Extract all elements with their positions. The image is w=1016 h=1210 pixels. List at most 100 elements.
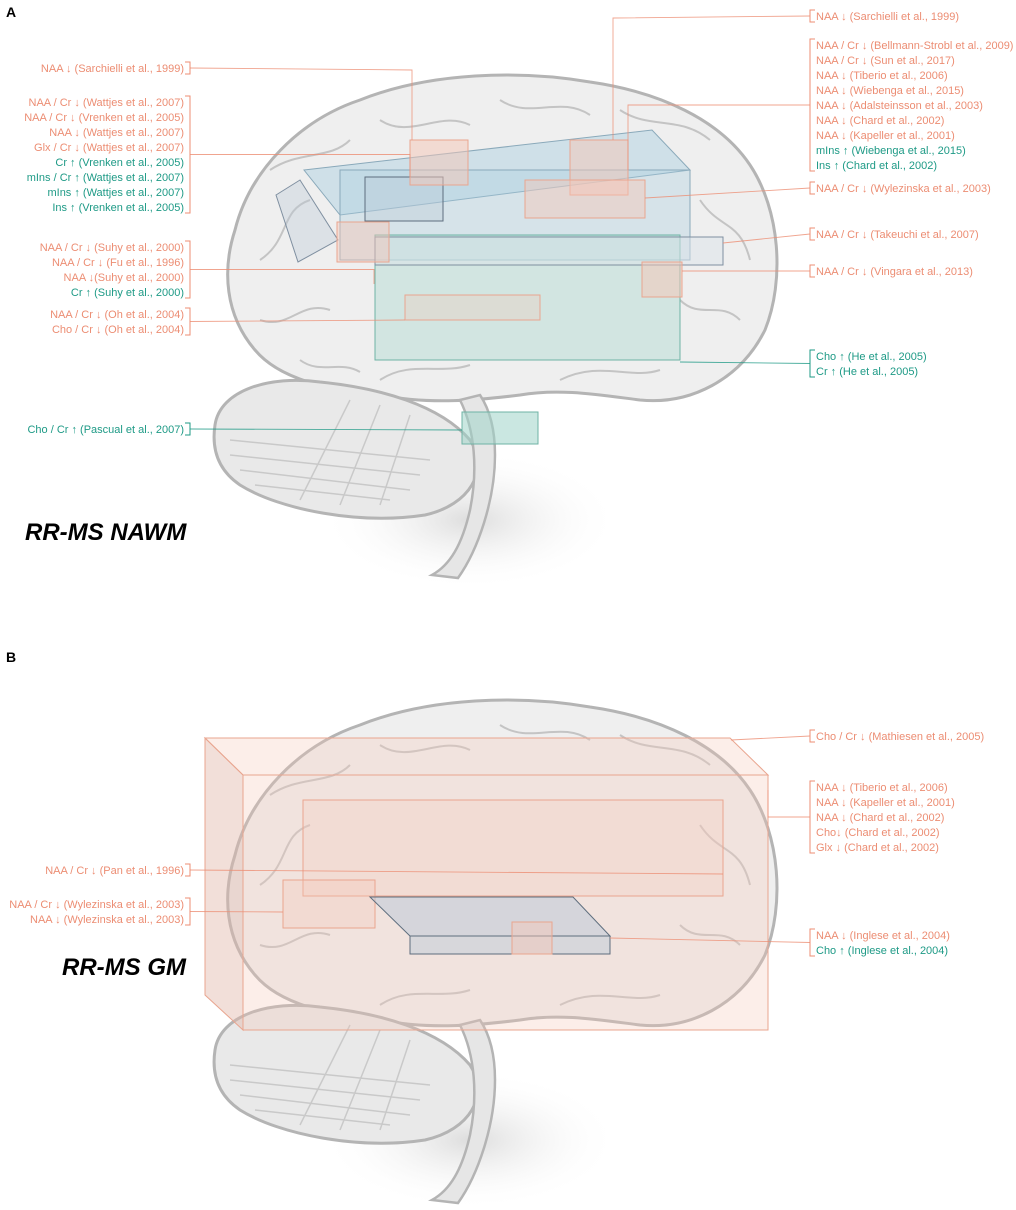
finding-label: Cr ↑ (Suhy et al., 2000): [71, 287, 184, 299]
finding-label: NAA / Cr ↓ (Pan et al., 1996): [45, 865, 184, 877]
panel-b: B NAA / Cr ↓ (Pan et al., 1996)NAA / Cr …: [6, 649, 984, 1210]
roi-box-a-salmon-4: [336, 221, 390, 263]
panel-a-letter: A: [6, 4, 16, 20]
roi-box-a-teal-small: [461, 411, 539, 445]
label-group: NAA / Cr ↓ (Takeuchi et al., 2007): [722, 227, 979, 244]
finding-label: Ins ↑ (Vrenken et al., 2005): [52, 202, 184, 214]
finding-label: NAA ↓(Suhy et al., 2000): [64, 272, 184, 284]
label-group: NAA / Cr ↓ (Wylezinska et al., 2003): [644, 181, 991, 199]
finding-label: Cho / Cr ↓ (Mathiesen et al., 2005): [816, 731, 984, 743]
finding-label: mIns ↑ (Wattjes et al., 2007): [47, 187, 184, 199]
label-bracket: [185, 422, 191, 436]
finding-label: Cho / Cr ↓ (Oh et al., 2004): [52, 324, 184, 336]
brain-illustration-b: [212, 698, 779, 1210]
finding-label: Cho ↑ (He et al., 2005): [816, 351, 927, 363]
roi-box-a-salmon-6: [404, 294, 541, 321]
finding-label: NAA ↓ (Tiberio et al., 2006): [816, 70, 948, 82]
leader-line: [627, 104, 810, 170]
roi-box-b-salmon-small: [511, 921, 553, 955]
label-bracket: [185, 95, 191, 214]
leader-line: [190, 269, 375, 284]
roi-box-b-grey: [368, 896, 612, 937]
label-bracket: [185, 897, 191, 926]
leader-line: [609, 937, 811, 943]
label-group: NAA ↓ (Inglese et al., 2004)Cho ↑ (Ingle…: [609, 928, 950, 957]
finding-label: Cho ↑ (Inglese et al., 2004): [816, 945, 948, 957]
label-group: NAA / Cr ↓ (Oh et al., 2004) Cho / Cr ↓ (…: [50, 307, 406, 336]
roi-box-a-grey-left: [275, 179, 339, 263]
roi-boxes-a: [275, 129, 724, 445]
finding-label: NAA / Cr ↓ (Wylezinska et al., 2003): [816, 183, 991, 195]
label-group: NAA ↓ (Tiberio et al., 2006)NAA ↓ (Kapel…: [767, 780, 955, 854]
roi-box-a-salmon-1: [409, 139, 469, 186]
panel-a-caption: RR-MS NAWM: [25, 519, 187, 546]
roi-box-b-large-top: [203, 737, 770, 776]
finding-label: Cho↓ (Chard et al., 2002): [816, 827, 940, 839]
label-bracket: [809, 9, 815, 23]
label-group: Cho ↑ (He et al., 2005) Cr ↑ (He et al., …: [679, 349, 927, 378]
panel-b-letter: B: [6, 649, 16, 665]
finding-label: NAA / Cr ↓ (Oh et al., 2004): [50, 309, 184, 321]
leader-line: [189, 869, 724, 875]
roi-box-b-large-side: [204, 736, 244, 1032]
finding-label: NAA ↓ (Adalsteinsson et al., 2003): [816, 100, 983, 112]
labels-panel-a: NAA ↓ (Sarchielli et al., 1999) NAA / Cr …: [24, 9, 1013, 436]
label-bracket: [809, 729, 815, 743]
leader-line: [189, 911, 284, 913]
leader-line: [189, 319, 406, 322]
finding-label: NAA / Cr ↓ (Takeuchi et al., 2007): [816, 229, 979, 241]
labels-panel-b: NAA / Cr ↓ (Pan et al., 1996) NAA / Cr ↓ …: [9, 729, 984, 957]
finding-label: NAA ↓ (Sarchielli et al., 1999): [816, 11, 959, 23]
finding-label: Cr ↑ (He et al., 2005): [816, 366, 918, 378]
finding-label: Cho / Cr ↑ (Pascual et al., 2007): [27, 424, 184, 436]
label-bracket: [185, 240, 191, 299]
finding-label: NAA / Cr ↓ (Wattjes et al., 2007): [29, 97, 184, 109]
finding-label: NAA / Cr ↓ (Vingara et al., 2013): [816, 266, 973, 278]
finding-label: NAA ↓ (Kapeller et al., 2001): [816, 797, 955, 809]
label-bracket: [809, 780, 815, 854]
label-bracket: [809, 181, 815, 195]
label-bracket: [809, 264, 815, 278]
panel-b-caption: RR-MS GM: [62, 954, 187, 981]
label-group: Cho / Cr ↑ (Pascual et al., 2007): [27, 422, 463, 436]
label-bracket: [185, 863, 191, 877]
finding-label: mIns ↑ (Wiebenga et al., 2015): [816, 145, 966, 157]
leader-line: [730, 735, 811, 741]
finding-label: NAA ↓ (Wiebenga et al., 2015): [816, 85, 964, 97]
roi-box-a-salmon-3: [524, 179, 646, 219]
leader-line: [679, 361, 811, 364]
label-group: NAA / Cr ↓ (Wattjes et al., 2007)NAA / C…: [24, 95, 411, 214]
gyri-texture: [259, 724, 751, 1006]
finding-label: NAA / Cr ↓ (Fu et al., 1996): [52, 257, 184, 269]
finding-label: NAA ↓ (Sarchielli et al., 1999): [41, 63, 184, 75]
panel-a: A NAA ↓ (Sarchielli et al., 199: [6, 4, 1013, 590]
finding-label: Glx ↓ (Chard et al., 2002): [816, 842, 939, 854]
label-group: NAA / Cr ↓ (Suhy et al., 2000)NAA / Cr ↓…: [40, 240, 375, 299]
finding-label: NAA ↓ (Wattjes et al., 2007): [49, 127, 184, 139]
label-group: NAA / Cr ↓ (Vingara et al., 2013): [682, 264, 973, 278]
roi-box-a-salmon-2: [569, 139, 629, 196]
finding-label: Glx / Cr ↓ (Wattjes et al., 2007): [34, 142, 184, 154]
finding-label: mIns / Cr ↑ (Wattjes et al., 2007): [27, 172, 184, 184]
leader-line: [189, 428, 463, 431]
label-bracket: [809, 349, 815, 378]
roi-box-a-grey-wide: [374, 236, 724, 266]
label-group: NAA ↓ (Sarchielli et al., 1999): [41, 61, 413, 140]
finding-label: NAA / Cr ↓ (Bellmann-Strobl et al., 2009…: [816, 40, 1013, 52]
leader-line: [644, 187, 811, 199]
leader-line: [767, 790, 810, 818]
label-group: NAA ↓ (Sarchielli et al., 1999): [612, 9, 959, 140]
roi-box-b-grey-front: [409, 935, 611, 955]
cerebellum-folia: [229, 1024, 431, 1131]
label-bracket: [185, 307, 191, 336]
label-bracket: [809, 38, 815, 172]
leader-line: [722, 233, 811, 244]
finding-label: NAA / Cr ↓ (Wylezinska et al., 2003): [9, 899, 184, 911]
label-bracket: [809, 928, 815, 957]
leader-line: [612, 15, 811, 140]
finding-label: NAA ↓ (Wylezinska et al., 2003): [30, 914, 184, 926]
label-group: NAA / Cr ↓ (Pan et al., 1996): [45, 863, 724, 877]
leader-line: [190, 154, 411, 177]
roi-box-a-salmon-5: [641, 261, 683, 298]
